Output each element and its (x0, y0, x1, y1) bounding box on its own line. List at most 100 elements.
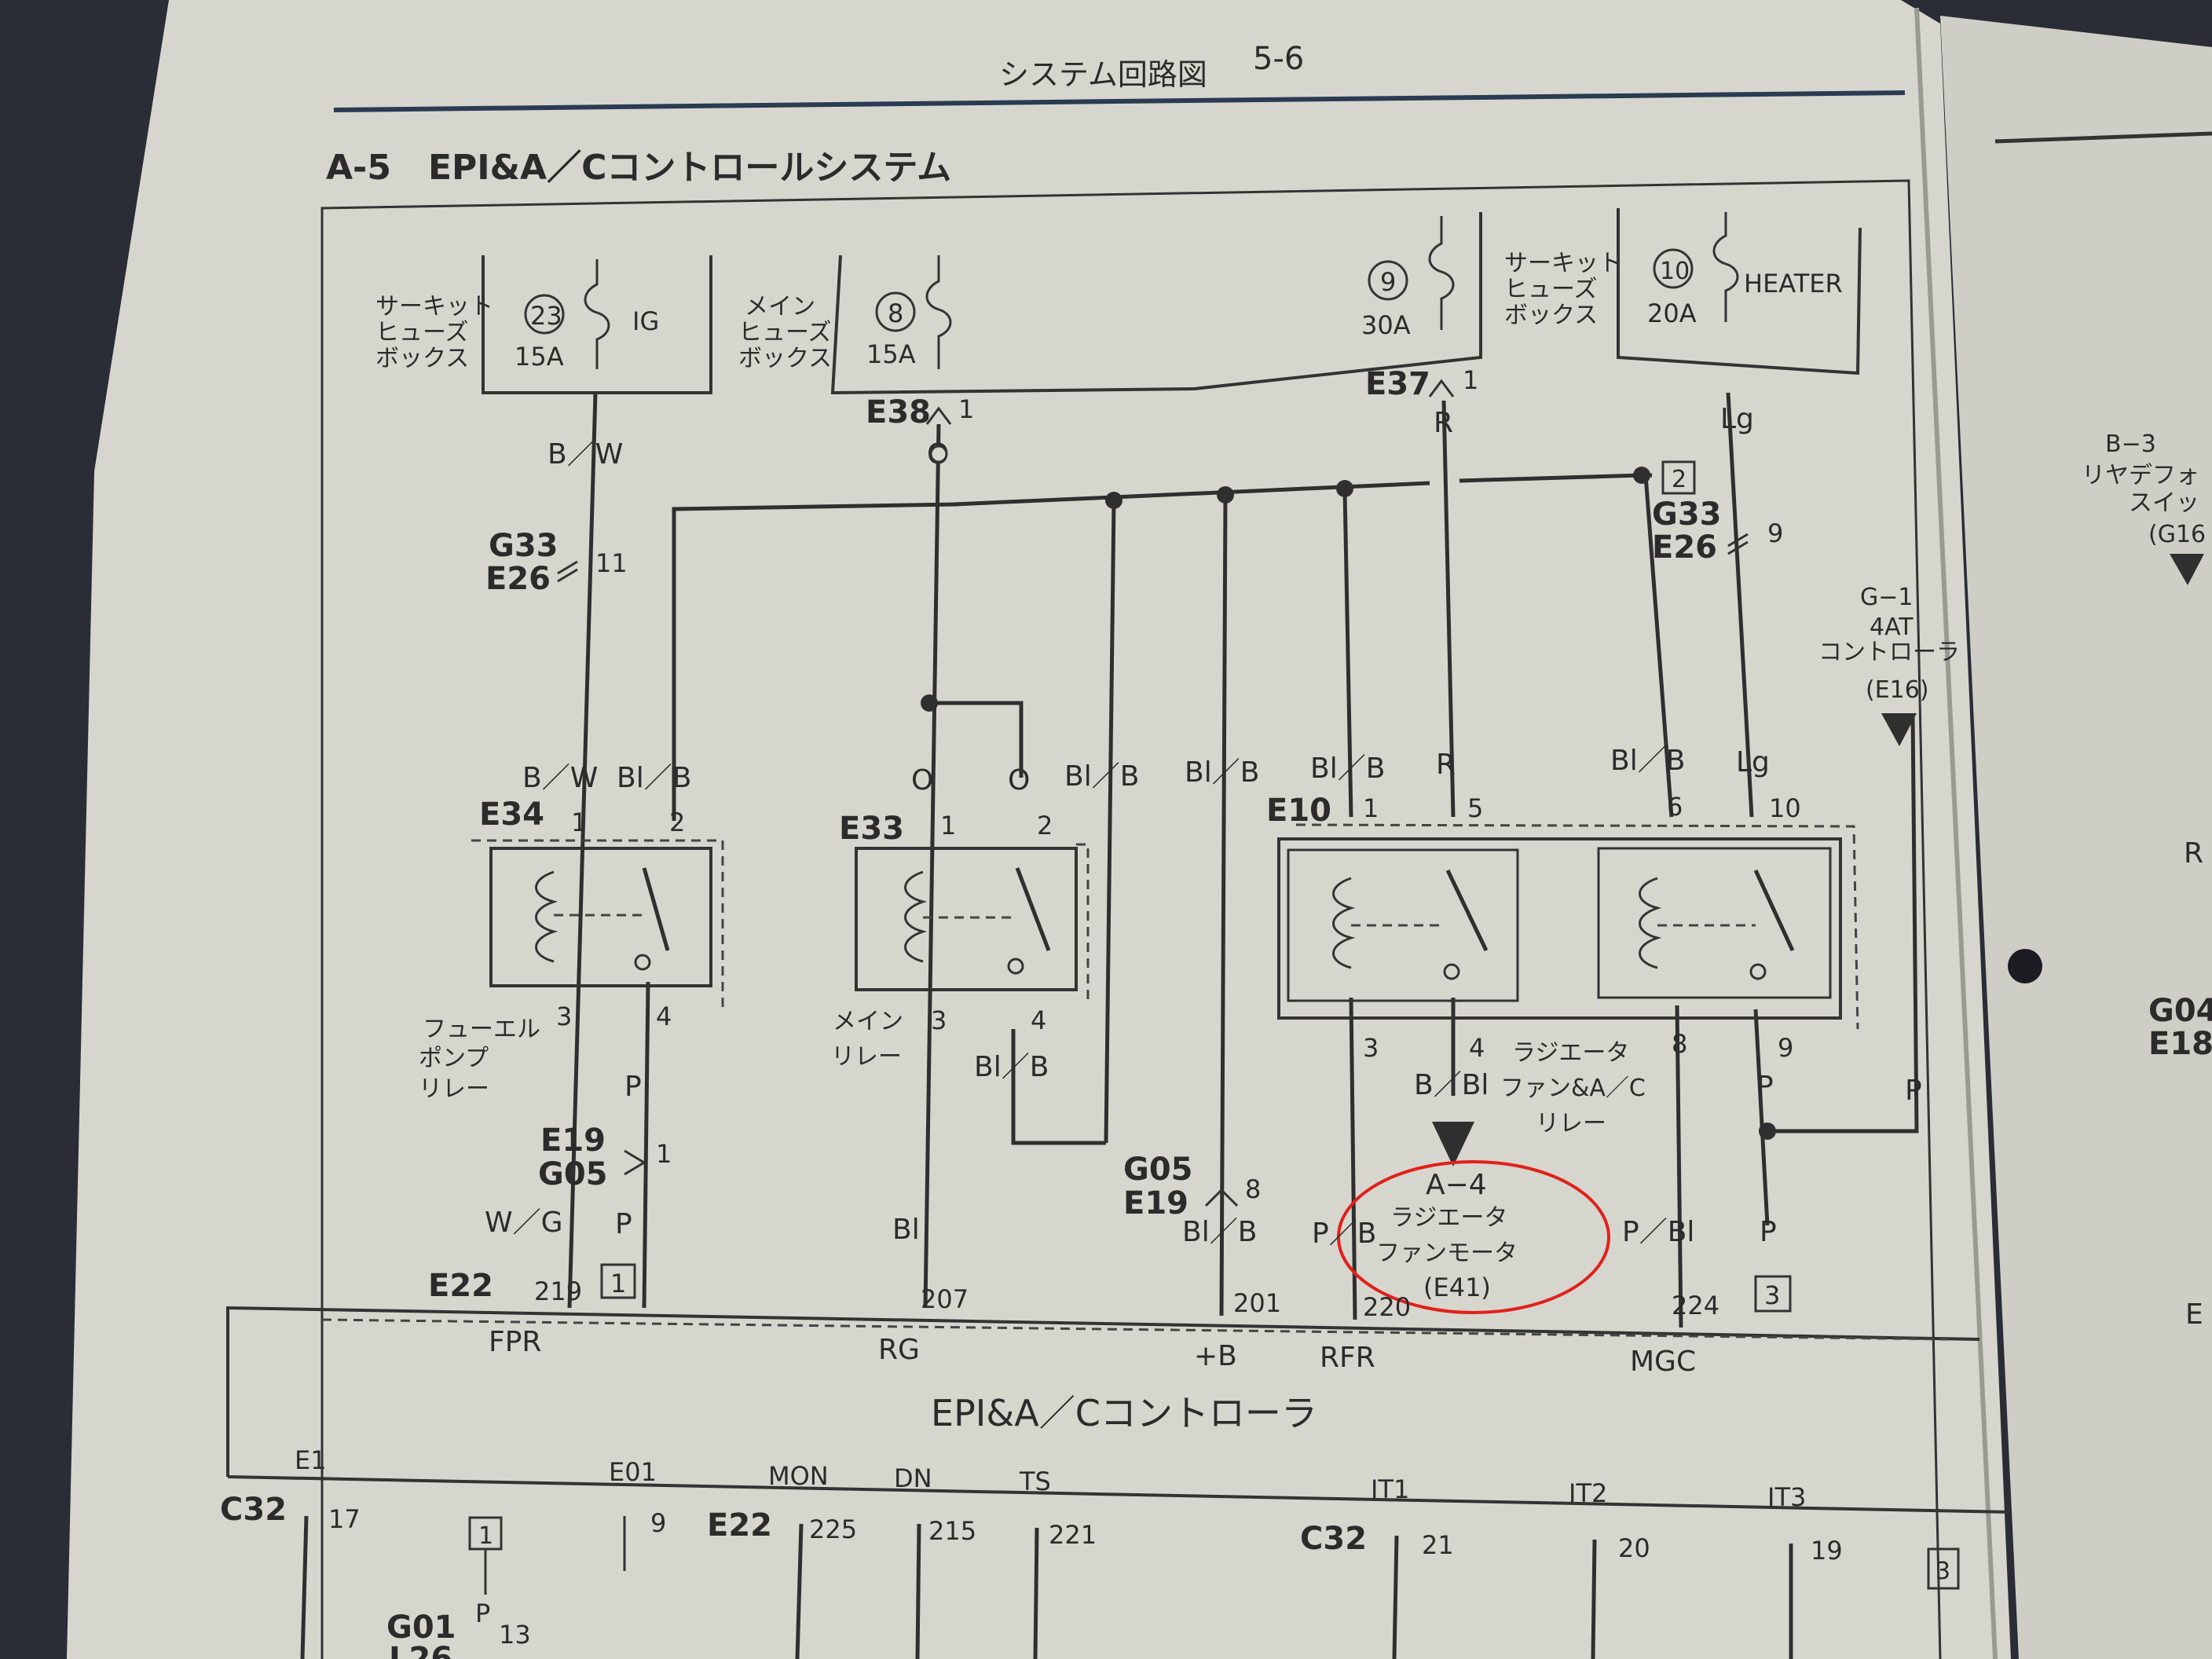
fuse-9-amp: 30A (1361, 310, 1411, 340)
connector-e22-bottom: E22 (707, 1507, 772, 1544)
right-page-sheet (1940, 16, 2212, 1659)
ecu-bottom-pin-19: 19 (1811, 1536, 1843, 1566)
fuse-box-9: 9 30A (1193, 212, 1482, 390)
wire-e33-1: O (911, 764, 933, 797)
ref-box-3-label: 3 (1764, 1280, 1780, 1310)
connector-e19-a: E19 (540, 1122, 606, 1159)
fuse-box-10-name-1: サーキット (1504, 250, 1622, 277)
right-e18: E18 (2148, 1026, 2212, 1062)
ecu-pin-220: 220 (1363, 1292, 1411, 1322)
ref-box-3-bottom (1927, 1547, 1960, 1590)
wire-e10-10: Lg (1736, 746, 1770, 778)
wire-e33-4-out: Bl／B (974, 1051, 1049, 1083)
ecu-terminal-fpr: FPR (489, 1326, 541, 1358)
connector-e37-symbol (1428, 379, 1455, 397)
ref-box-1 (600, 1263, 636, 1299)
a4-ref-code: A−4 (1426, 1169, 1487, 1201)
a4-ref-line-1: ラジエータ (1390, 1204, 1507, 1232)
ecu-bottom-ts: TS (1019, 1467, 1051, 1496)
connector-e26-a: E26 (485, 561, 551, 597)
header-rule (333, 90, 1906, 112)
b3-ref-1: B−3 (2105, 430, 2156, 458)
connector-e37-pin: 1 (1463, 365, 1478, 395)
ecu-title: EPI&A／Cコントローラ (931, 1392, 1317, 1434)
b3-ref-4: (G16 (2148, 521, 2206, 548)
e33-pin-1: 1 (940, 811, 956, 840)
fuse-23-label: IG (632, 306, 659, 336)
connector-c32-bottom: C32 (1300, 1521, 1367, 1557)
ecu-terminal-plus-b: +B (1194, 1340, 1237, 1372)
ref-box-1-label: 1 (610, 1269, 626, 1298)
e34-pin-1: 1 (571, 808, 587, 837)
ecu-bottom-pin-215: 215 (928, 1516, 976, 1546)
wire-bl-207: Bl (892, 1214, 920, 1246)
right-r: R (2184, 837, 2203, 870)
wire-blb-a: Bl／B (1064, 760, 1139, 793)
fuel-pump-relay-2: ポンプ (419, 1045, 489, 1072)
ecu-bottom-pin-17: 17 (328, 1504, 361, 1534)
fuse-box-10: サーキット ヒューズ ボックス 10 20A HEATER (1504, 208, 1862, 375)
b3-arrow-icon (2170, 554, 2204, 585)
page-sheet (67, 0, 2011, 1659)
connector-g33-e26-a-symbol (557, 560, 578, 583)
fuse-box-8-name-2: ヒューズ (738, 319, 832, 346)
section-code: A-5 (326, 148, 391, 188)
ref-box-1-bottom-label: 1 (478, 1522, 493, 1550)
e34-pin-2: 2 (669, 808, 685, 837)
connector-g05-e19-symbol (1204, 1188, 1239, 1207)
fuse-box-10-name-3: ボックス (1504, 302, 1598, 329)
radiator-fan-relay-1: ラジエータ (1512, 1039, 1629, 1067)
fuse-23-number: 23 (530, 301, 562, 331)
e10-pin-4: 4 (1469, 1033, 1485, 1063)
page-title: システム回路図 (999, 57, 1207, 92)
a4-ref-line-3: (E41) (1423, 1273, 1491, 1302)
connector-e37: E37 (1365, 366, 1430, 402)
fuse-10-icon (1712, 212, 1739, 322)
e10-pin-8: 8 (1672, 1029, 1687, 1059)
e33-pin-3: 3 (931, 1005, 947, 1035)
g1-ref-4: (E16) (1866, 676, 1929, 704)
ecu-bottom-pin-20: 20 (1618, 1533, 1650, 1563)
relay-e34: E34 1 2 3 4 B／W Bl／B フューエル ポンプ リレー P (419, 762, 724, 1103)
ecu-bottom-it2: IT2 (1569, 1478, 1607, 1508)
wire-pbl-224: P／Bl (1622, 1216, 1694, 1248)
fuel-pump-relay-3: リレー (419, 1075, 489, 1103)
radiator-fan-relay-2: ファン&A／C (1500, 1075, 1646, 1102)
wire-e34-4-out: P (624, 1071, 642, 1103)
connector-e26-b: E26 (1652, 529, 1717, 566)
ecu-box: FPR RG +B RFR MGC EPI&A／Cコントローラ E1 E01 M… (226, 1306, 2012, 1514)
connector-g05-e19-pin: 8 (1245, 1174, 1261, 1204)
wire-blb-201: Bl／B (1182, 1216, 1257, 1248)
wire-lg-top: Lg (1720, 403, 1754, 435)
fuse-8-icon (925, 255, 952, 369)
e10-pin-3: 3 (1363, 1033, 1379, 1063)
wire-bw-top: B／W (548, 438, 623, 471)
fuse-box-10-name-2: ヒューズ (1504, 276, 1598, 303)
connector-l26-partial: L26 (389, 1641, 452, 1659)
page-number: 5-6 (1253, 41, 1304, 77)
connector-g05-a: G05 (538, 1156, 608, 1192)
section-title: EPI&A／Cコントロールシステム (428, 148, 951, 188)
connector-g33-e26-a-pin: 11 (595, 548, 628, 578)
junction-dots (921, 445, 1776, 1140)
fuse-box-8-name-3: ボックス (738, 345, 832, 372)
wire-e10-6: Bl／B (1610, 745, 1685, 777)
connector-g33-e26-b-pin: 9 (1767, 518, 1783, 548)
ecu-pin-207: 207 (921, 1284, 969, 1314)
a4-ref-line-2: ファンモータ (1376, 1240, 1518, 1267)
connector-c32: C32 (220, 1492, 287, 1528)
wire-e10-9-out: P (1756, 1071, 1774, 1103)
ref-box-3-bottom-label: 3 (1936, 1558, 1950, 1585)
relay-e33: E33 1 2 3 4 O O メイン リレー Bl／B (831, 764, 1090, 1083)
connector-e33: E33 (839, 811, 904, 847)
e10-pin-10: 10 (1769, 793, 1801, 823)
fuse-8-number: 8 (888, 298, 903, 328)
ecu-bottom-dn: DN (894, 1463, 932, 1493)
e10-pin-9: 9 (1778, 1033, 1793, 1063)
ecu-bottom-it1: IT1 (1371, 1474, 1409, 1504)
binder-hole (2008, 949, 2042, 983)
fuse-23-amp: 15A (515, 342, 564, 372)
g1-ref-3: コントローラ (1818, 639, 1960, 666)
connector-e19-g05-pin: 1 (656, 1139, 672, 1169)
